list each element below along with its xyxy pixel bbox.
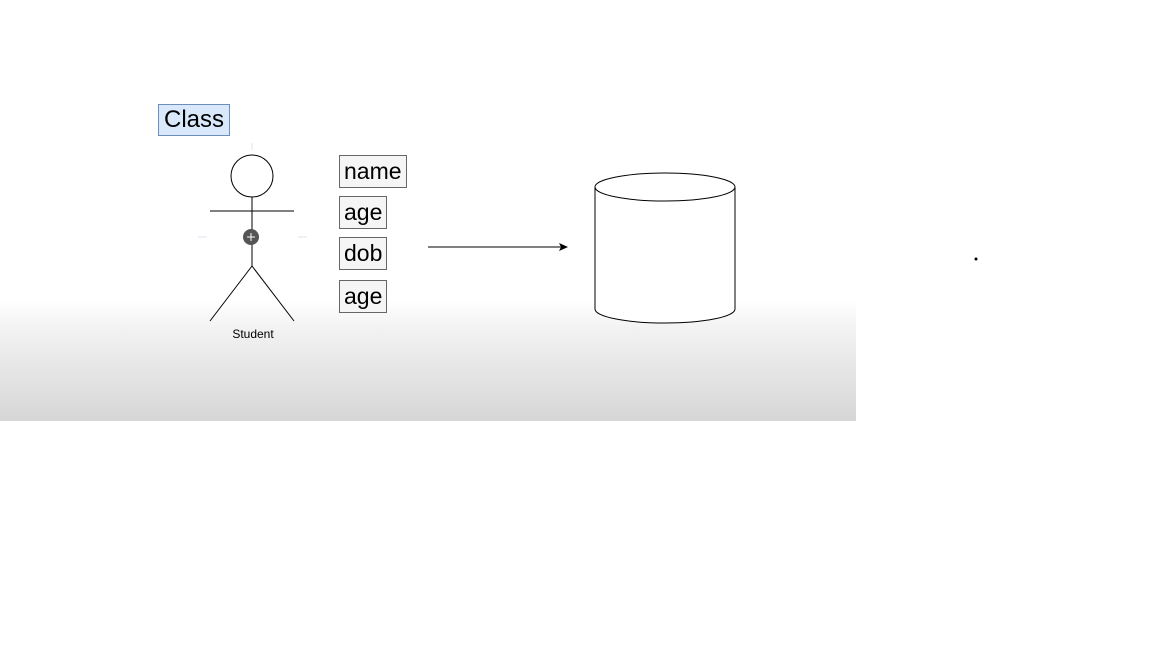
attribute-age-box-2[interactable]: age xyxy=(339,280,388,313)
attribute-age-box[interactable]: age xyxy=(339,196,388,229)
stray-dot xyxy=(974,257,978,261)
move-handle-icon[interactable] xyxy=(243,229,259,245)
actor-head xyxy=(230,154,274,198)
arrow-connector[interactable] xyxy=(428,243,568,251)
database-cylinder[interactable] xyxy=(594,172,736,324)
actor-right-leg xyxy=(251,265,295,322)
class-label[interactable]: Class xyxy=(158,104,231,136)
actor-student[interactable] xyxy=(209,154,295,322)
actor-left-leg xyxy=(209,265,253,322)
arrowhead-icon xyxy=(559,243,568,251)
attribute-dob-box[interactable]: dob xyxy=(339,237,388,270)
selection-guides xyxy=(198,143,307,238)
actor-label: Student xyxy=(232,327,274,341)
attribute-name-box[interactable]: name xyxy=(339,155,407,188)
